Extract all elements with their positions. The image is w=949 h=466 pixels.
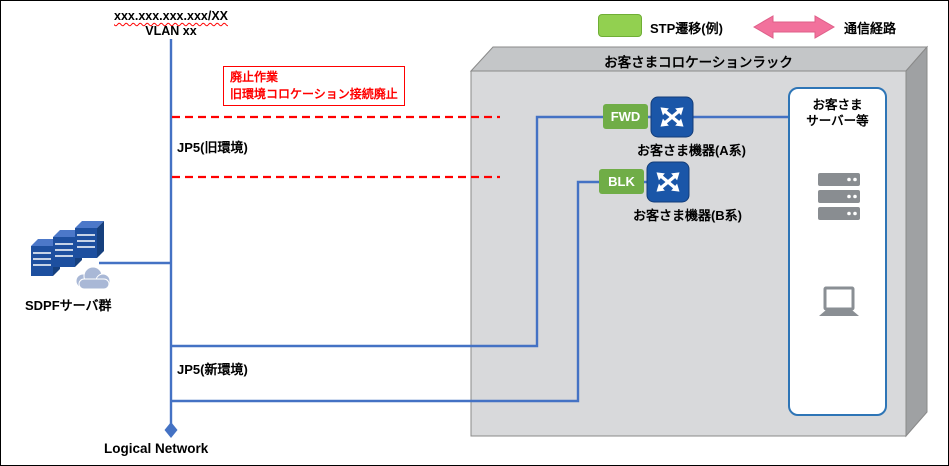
network-switch-icon-b <box>646 161 690 203</box>
logical-network-label: Logical Network <box>104 441 209 456</box>
ip-address-label: xxx.xxx.xxx.xxx/XX <box>114 9 228 23</box>
cloud-icon <box>75 266 111 290</box>
customer-server-title-line2: サーバー等 <box>806 114 869 128</box>
jp5-new-label: JP5(新環境) <box>177 362 248 377</box>
server-tower <box>31 221 104 276</box>
decommission-notice: 廃止作業 旧環境コロケーション接続廃止 <box>223 66 405 106</box>
stp-state-badge-blk: BLK <box>599 169 644 194</box>
stp-state-badge-fwd: FWD <box>603 104 648 129</box>
line-end-marker <box>164 422 178 438</box>
notice-line-2: 旧環境コロケーション接続廃止 <box>230 87 398 101</box>
route-legend-label: 通信経路 <box>844 21 897 36</box>
stp-legend-swatch <box>598 14 642 37</box>
sdpf-label: SDPFサーバ群 <box>25 298 112 313</box>
sdpf-server-cluster-icon <box>27 217 119 295</box>
notice-line-1: 廃止作業 <box>230 70 279 84</box>
customer-server-box: お客さま サーバー等 <box>788 87 887 416</box>
device-b-label: お客さま機器(B系) <box>632 208 743 223</box>
customer-server-title-line1: お客さま <box>812 98 863 112</box>
route-arrow-icon <box>753 14 835 40</box>
stp-legend-label: STP遷移(例) <box>650 21 723 36</box>
vlan-label: VLAN xx <box>145 24 197 38</box>
customer-server-icon <box>816 171 862 223</box>
network-switch-icon-a <box>650 96 694 138</box>
rack-title: お客さまコロケーションラック <box>604 55 793 70</box>
device-a-label: お客さま機器(A系) <box>636 143 747 158</box>
jp5-old-label: JP5(旧環境) <box>177 140 248 155</box>
decommissioned-lines <box>172 115 500 179</box>
laptop-icon <box>815 285 863 323</box>
